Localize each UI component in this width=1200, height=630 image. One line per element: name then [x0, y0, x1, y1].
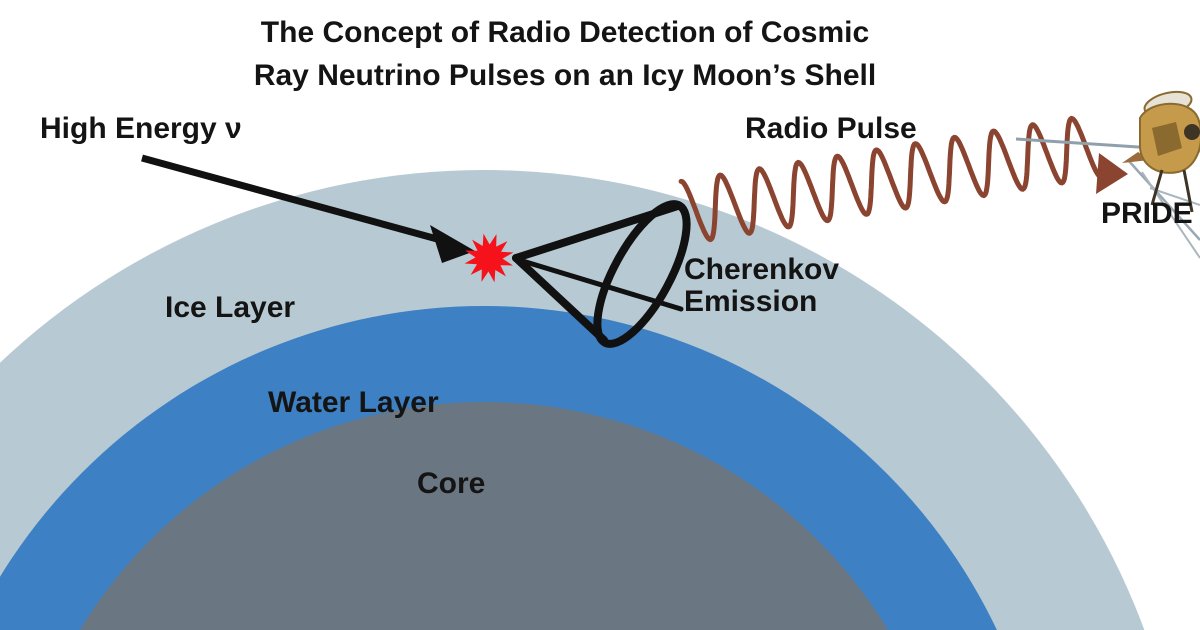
cone-lower-edge [512, 254, 608, 344]
label-core: Core [417, 467, 486, 500]
label-radio-pulse: Radio Pulse [745, 112, 917, 145]
neutrino-arrow-icon [141, 154, 475, 263]
radio-wave-arrowhead [1096, 153, 1128, 194]
interaction-starburst-icon [464, 233, 514, 283]
shower-axis-line [513, 256, 684, 312]
diagram-title: The Concept of Radio Detection of Cosmic… [254, 11, 876, 97]
cone-mouth-ellipse [593, 200, 691, 348]
antenna-strut [1149, 187, 1200, 206]
title-line-1: The Concept of Radio Detection of Cosmic [260, 16, 870, 49]
label-cherenkov-line1: Cherenkov [684, 253, 840, 286]
core-shape [80, 402, 888, 630]
label-water-layer: Water Layer [268, 386, 439, 419]
spacecraft-detail [1184, 124, 1200, 140]
title-line-2: Ray Neutrino Pulses on an Icy Moon’s She… [253, 59, 877, 92]
label-pride: PRIDE [1101, 197, 1193, 230]
label-ice-layer: Ice Layer [165, 291, 296, 324]
neutrino-arrow-head [430, 225, 475, 263]
radio-wave-path [678, 115, 1104, 243]
spacecraft-icon [1015, 90, 1200, 259]
spacecraft-legs [1150, 169, 1194, 213]
label-high-energy-neutrino: High Energy ν [40, 112, 242, 145]
neutrino-arrow-shaft [141, 154, 449, 246]
antenna-boom-lower-1 [1127, 159, 1200, 241]
cherenkov-cone-icon [512, 200, 691, 348]
spacecraft-panel [1152, 122, 1182, 156]
radio-wave-icon [678, 115, 1128, 243]
label-cherenkov-emission: Cherenkov Emission [684, 254, 839, 318]
label-cherenkov-line2: Emission [684, 285, 818, 318]
antenna-boom-lower-2 [1141, 171, 1200, 259]
